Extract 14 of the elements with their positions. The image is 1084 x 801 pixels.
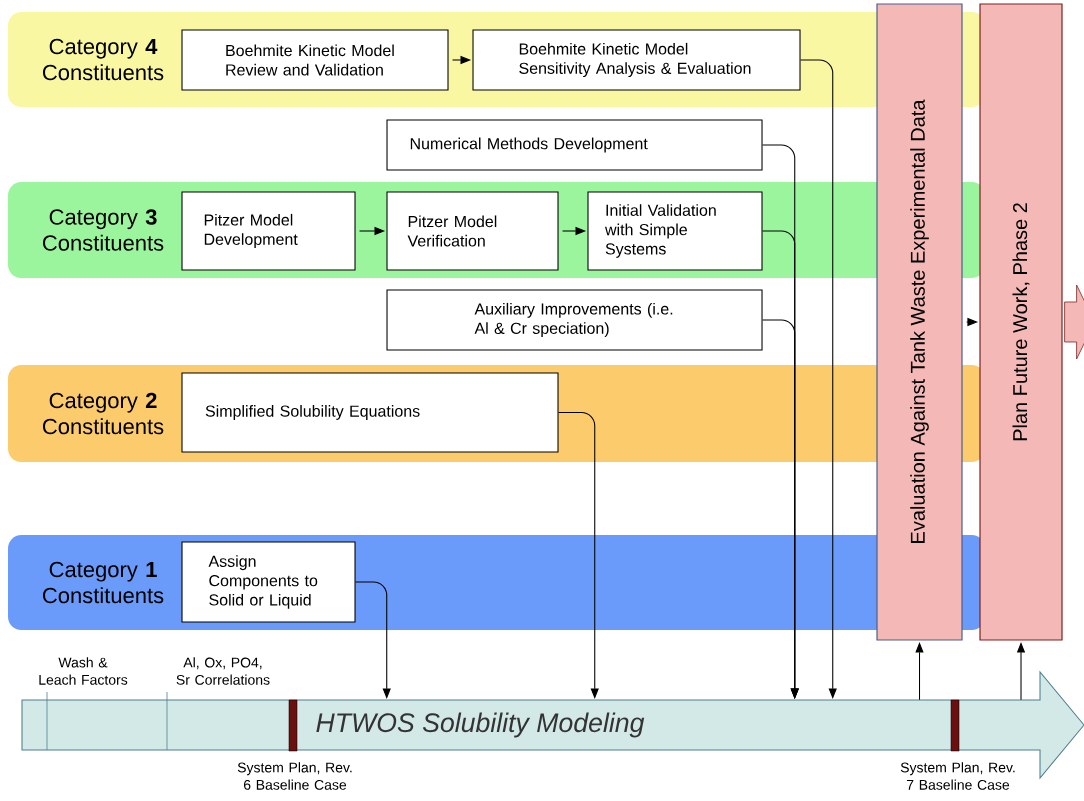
process-box: Initial Validation with Simple Systems: [587, 191, 763, 271]
phase-bar: Plan Future Work, Phase 2: [979, 3, 1063, 641]
process-box: Pitzer Model Development: [181, 191, 356, 271]
process-box: Assign Components to Solid or Liquid: [181, 541, 356, 623]
process-box: Numerical Methods Development: [386, 119, 763, 171]
process-box: Auxiliary Improvements (i.e. Al & Cr speciation): [386, 289, 763, 351]
process-box: Boehmite Kinetic Model Sensitivity Analysis & Evaluation: [472, 29, 801, 91]
process-box: Simplified Solubility Equations: [181, 372, 559, 453]
arrow: [800, 59, 837, 699]
process-box: Pitzer Model Verification: [386, 191, 559, 271]
block-arrow: [1064, 284, 1084, 360]
process-box: Boehmite Kinetic Model Review and Validation: [181, 29, 449, 91]
phase-bar: Evaluation Against Tank Waste Experimental Data: [876, 3, 963, 641]
arrow: [355, 581, 391, 699]
